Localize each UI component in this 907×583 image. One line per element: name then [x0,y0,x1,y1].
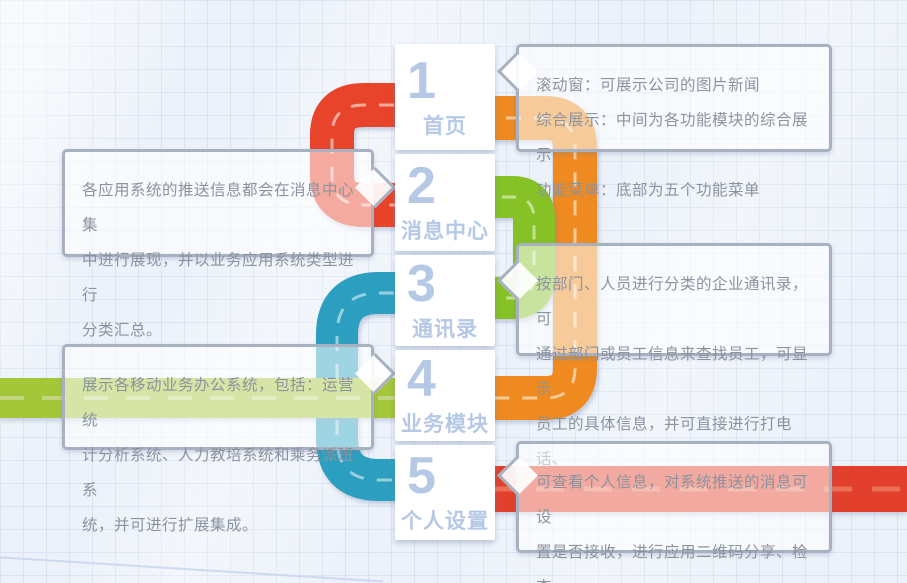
module-number: 2 [407,157,436,215]
module-label: 通讯录 [412,318,478,341]
module-number: 5 [407,447,436,505]
callout-message-center-text: 各应用系统的推送信息都会在消息中心集 中进行展现，并以业务应用系统类型进行 分类… [82,182,355,339]
module-card-message-center: 2 消息中心 [395,154,495,251]
callout-contacts-text: 按部门、人员进行分类的企业通讯录，可 通过部门或员工信息来查找员工，可显示 员工… [536,276,809,468]
module-card-business-modules: 4 业务模块 [395,350,495,441]
callout-business-modules-text: 展示各移动业务办公系统，包括：运营统 计分析系统、人力教培系统和乘务派班系 统，… [82,377,355,534]
callout-personal-settings-text: 可查看个人信息，对系统推送的消息可设 置是否接收，进行应用二维码分享、检查 更新… [536,474,809,583]
callout-message-center: 各应用系统的推送信息都会在消息中心集 中进行展现，并以业务应用系统类型进行 分类… [62,149,374,339]
module-number: 4 [407,350,436,408]
road-red-loop-centerline [330,103,450,207]
callout-personal-settings: 可查看个人信息，对系统推送的消息可设 置是否接收，进行应用二维码分享、检查 更新… [516,441,832,583]
module-card-home: 1 首页 [395,44,495,150]
road-blue-centerline [335,291,450,482]
module-label: 首页 [423,114,467,138]
callout-home-features-text: 滚动窗：可展示公司的图片新闻 综合展示：中间为各功能模块的综合展示 功能菜单：底… [536,77,809,199]
module-card-personal-settings: 5 个人设置 [395,445,495,540]
module-label: 消息中心 [401,220,489,243]
callout-contacts: 按部门、人员进行分类的企业通讯录，可 通过部门或员工信息来查找员工，可显示 员工… [516,243,832,468]
module-card-contacts: 3 通讯录 [395,255,495,346]
callout-home-features: 滚动窗：可展示公司的图片新闻 综合展示：中间为各功能模块的综合展示 功能菜单：底… [516,44,832,199]
module-number: 1 [407,51,436,110]
module-label: 个人设置 [401,510,489,533]
module-label: 业务模块 [401,413,489,436]
callout-business-modules: 展示各移动业务办公系统，包括：运营统 计分析系统、人力教培系统和乘务派班系 统，… [62,344,374,534]
module-number: 3 [407,255,436,313]
